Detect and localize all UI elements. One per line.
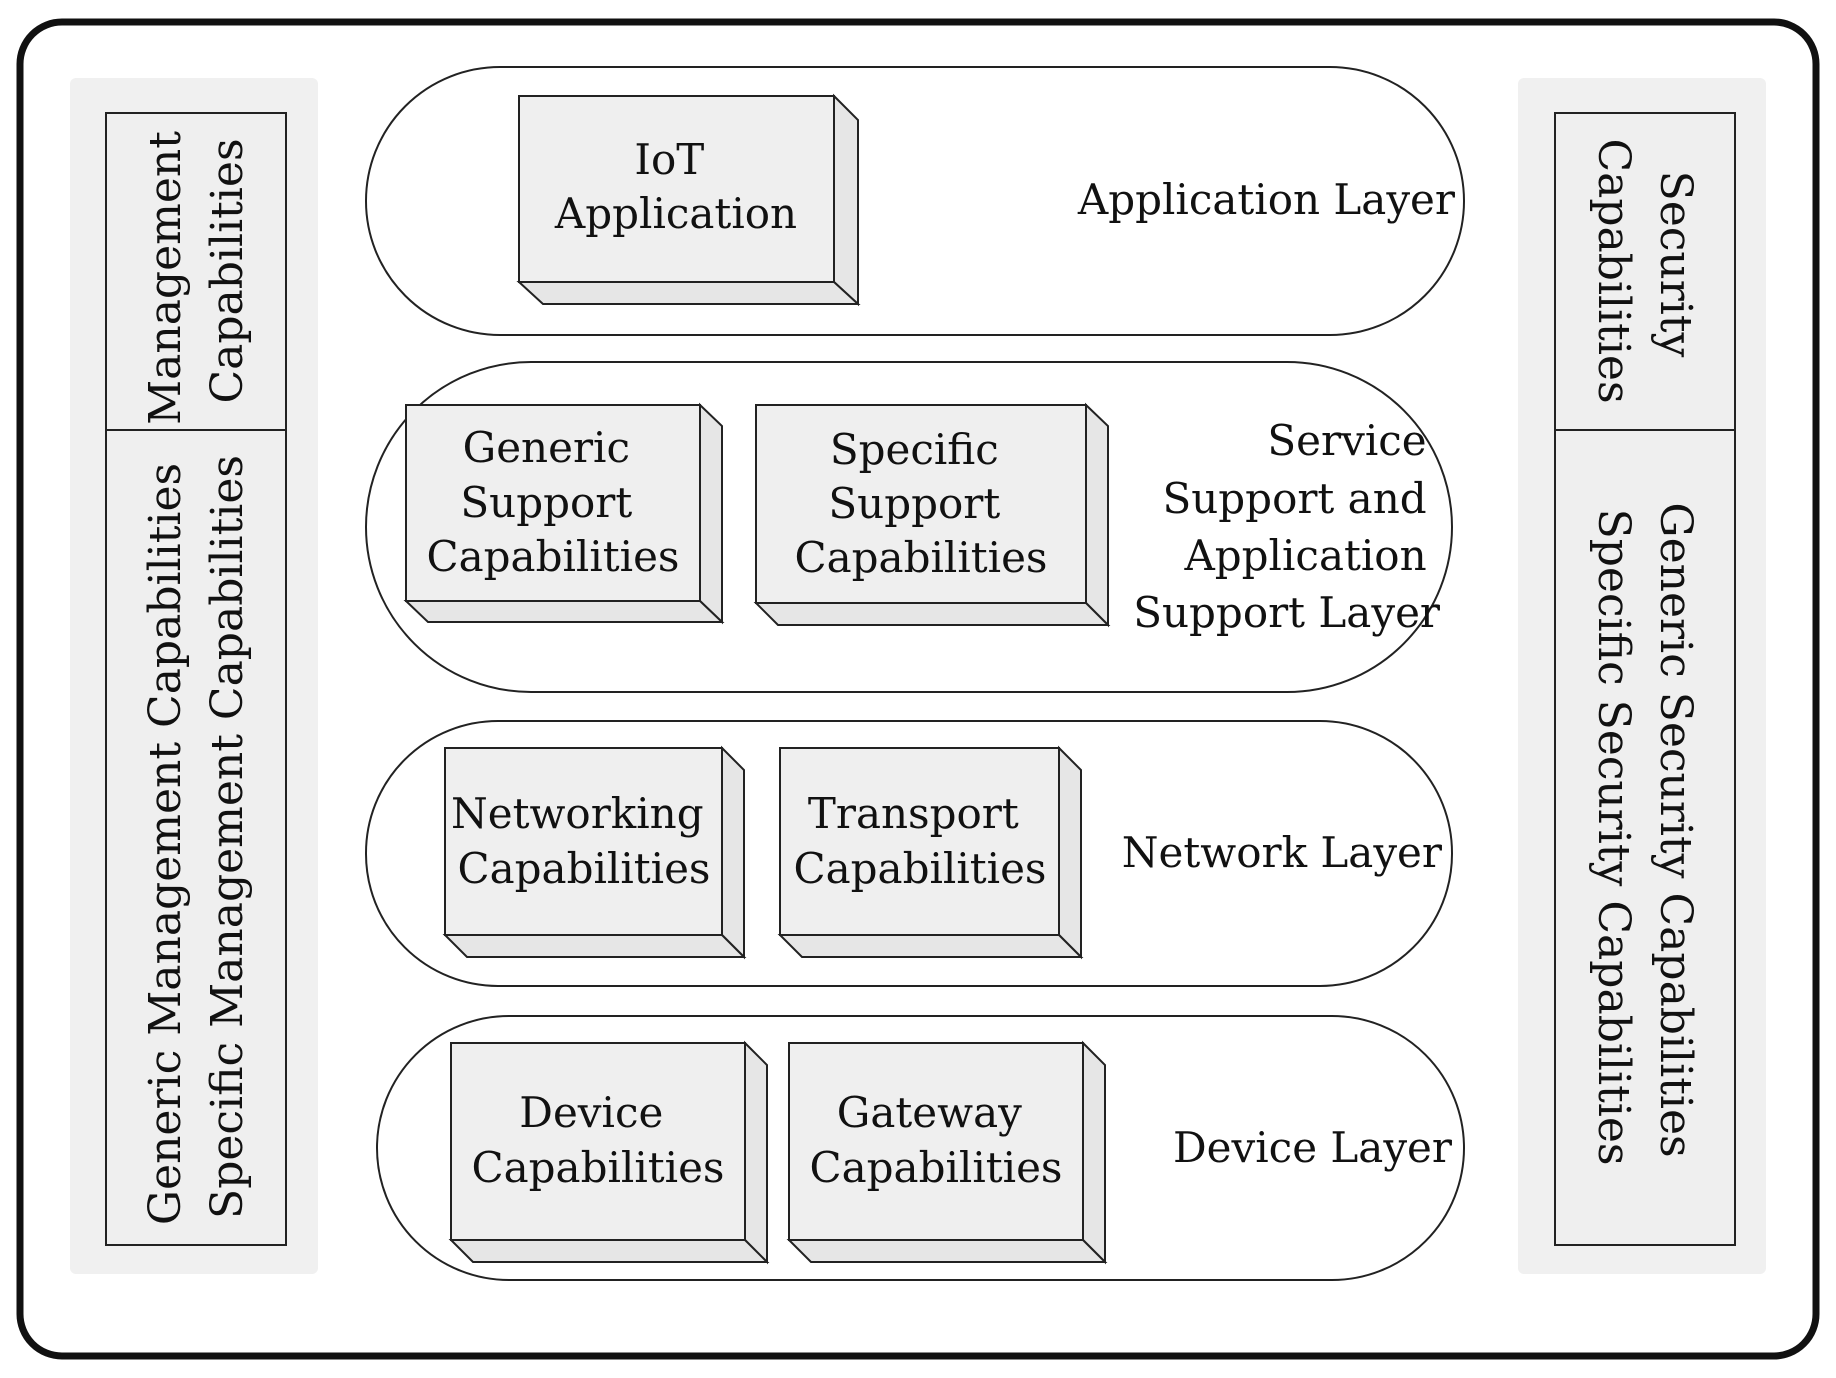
networking-capabilities-box: Networking Capabilities	[442, 745, 747, 960]
security-panel: Security Capabilities Generic Security C…	[1518, 78, 1766, 1274]
box-text-line: Application	[554, 189, 797, 238]
device-layer-label: Device Layer	[1173, 1123, 1453, 1172]
service-support-layer: Generic Support Capabilities Specific Su…	[365, 361, 1453, 693]
generic-security-capabilities: Generic Security Capabilities	[1650, 502, 1701, 1157]
network-layer: Networking Capabilities Transport Capabi…	[365, 720, 1453, 987]
specific-management-capabilities: Specific Management Capabilities	[202, 455, 253, 1219]
networking-capabilities-text: Networking Capabilities	[451, 789, 717, 893]
security-title-box	[1554, 112, 1736, 431]
security-body-box	[1554, 429, 1736, 1246]
iot-application-box: IoT Application	[516, 93, 861, 307]
box-text-line: Capabilities	[794, 533, 1047, 582]
box-text-line: Support	[828, 479, 1000, 528]
box-text-line: Networking	[451, 789, 704, 838]
service-support-layer-label: Service Support and Application Support …	[1133, 416, 1441, 637]
box-text-line: Device	[519, 1088, 663, 1137]
management-title-line: Capabilities	[202, 138, 253, 403]
box-text-line: Transport	[808, 789, 1019, 838]
security-title-line: Security	[1650, 171, 1701, 358]
specific-security-capabilities: Specific Security Capabilities	[1588, 509, 1639, 1166]
gateway-capabilities-text: Gateway Capabilities	[809, 1088, 1062, 1192]
generic-support-capabilities-box: Generic Support Capabilities	[403, 402, 725, 625]
box-text-line: IoT	[634, 135, 704, 184]
specific-support-capabilities-text: Specific Support Capabilities	[794, 425, 1047, 582]
device-capabilities-box: Device Capabilities	[448, 1040, 770, 1265]
box-text-line: Generic	[463, 423, 630, 472]
layer-label-line: Support Layer	[1133, 588, 1441, 637]
device-capabilities-text: Device Capabilities	[471, 1088, 724, 1192]
box-text-line: Capabilities	[471, 1143, 724, 1192]
transport-capabilities-box: Transport Capabilities	[777, 745, 1084, 960]
box-text-line: Capabilities	[426, 532, 679, 581]
security-title-line: Capabilities	[1588, 138, 1639, 403]
security-body: Generic Security Capabilities Specific S…	[1588, 502, 1701, 1171]
box-text-line: Capabilities	[793, 844, 1046, 893]
application-layer: IoT Application Application Layer	[365, 66, 1465, 336]
management-title-line: Management	[140, 131, 191, 425]
generic-support-capabilities-text: Generic Support Capabilities	[426, 423, 679, 581]
network-layer-label: Network Layer	[1122, 828, 1443, 877]
management-title-box	[105, 112, 287, 431]
management-title: Management Capabilities	[140, 117, 253, 425]
management-body-box	[105, 429, 287, 1246]
layer-label-line: Application	[1183, 531, 1426, 580]
specific-support-capabilities-box: Specific Support Capabilities	[753, 402, 1111, 628]
layer-label-line: Network Layer	[1122, 828, 1443, 877]
generic-management-capabilities: Generic Management Capabilities	[140, 463, 191, 1225]
iot-application-text: IoT Application	[554, 135, 797, 238]
box-text-line: Capabilities	[809, 1143, 1062, 1192]
layer-label-line: Device Layer	[1173, 1123, 1453, 1172]
box-text-line: Specific	[830, 425, 999, 474]
management-body: Generic Management Capabilities Specific…	[140, 449, 253, 1225]
gateway-capabilities-box: Gateway Capabilities	[786, 1040, 1108, 1265]
application-layer-label: Application Layer	[1077, 175, 1456, 224]
management-panel: Management Capabilities Generic Manageme…	[70, 78, 318, 1274]
layer-label-line: Application Layer	[1077, 175, 1456, 224]
layer-label-line: Service	[1267, 416, 1426, 465]
security-title: Security Capabilities	[1588, 138, 1701, 403]
box-text-line: Capabilities	[457, 844, 710, 893]
box-text-line: Gateway	[837, 1088, 1022, 1137]
device-layer: Device Capabilities Gateway Capabilities…	[376, 1015, 1465, 1281]
box-text-line: Support	[460, 478, 632, 527]
layer-label-line: Support and	[1162, 474, 1426, 523]
transport-capabilities-text: Transport Capabilities	[793, 789, 1046, 893]
